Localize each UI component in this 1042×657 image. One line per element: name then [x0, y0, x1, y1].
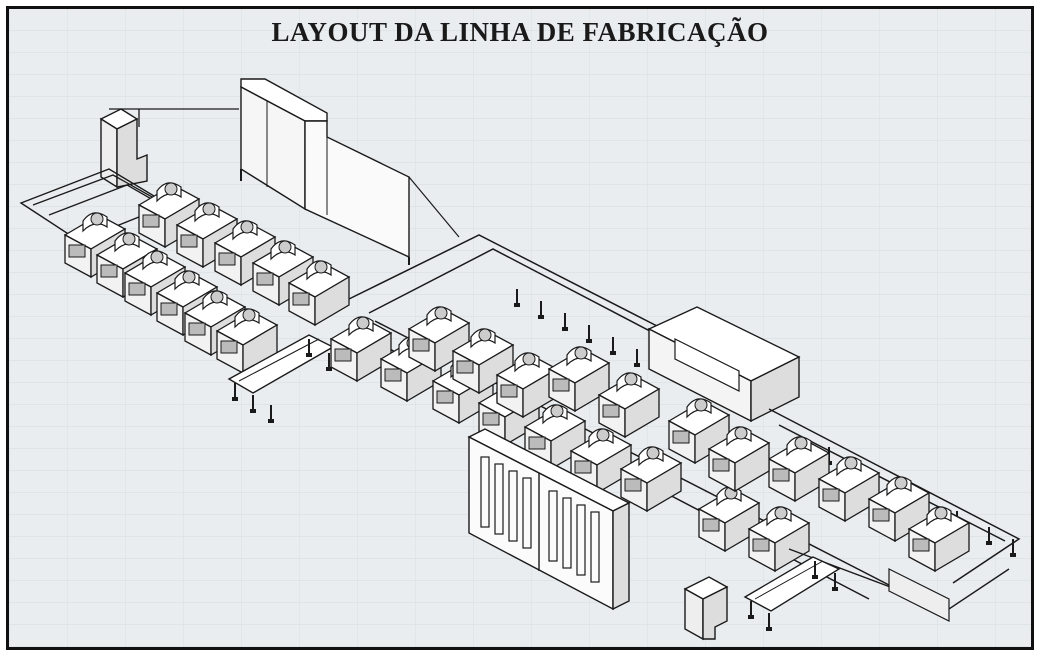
production-line-drawing — [19, 78, 1021, 641]
control-cabinet-bottom — [683, 576, 729, 641]
tall-panel-top — [240, 78, 460, 265]
panel-wall-front — [467, 428, 631, 611]
conveyor-section-right — [788, 548, 1010, 622]
machining-stations-right — [668, 398, 970, 572]
drawing-frame: LAYOUT DA LINHA DE FABRICAÇÃO — [6, 6, 1034, 650]
transfer-table-right — [743, 556, 841, 632]
control-cabinet-left — [99, 108, 148, 189]
page-title: LAYOUT DA LINHA DE FABRICAÇÃO — [271, 17, 769, 47]
overhead-housing — [647, 306, 801, 423]
